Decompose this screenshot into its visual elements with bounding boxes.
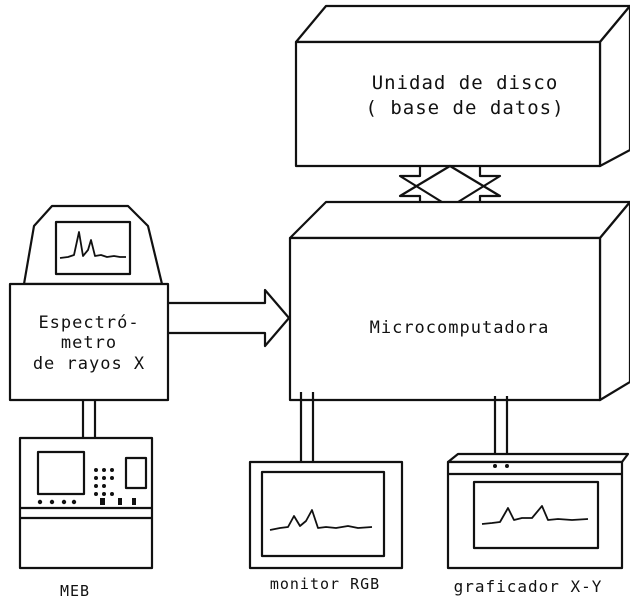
disk-unit-box bbox=[294, 4, 630, 168]
meb-instrument bbox=[18, 436, 154, 570]
meb-label: MEB bbox=[59, 582, 91, 600]
spectrometer-box bbox=[8, 282, 170, 402]
disk-unit-sublabel: ( base de datos) bbox=[365, 97, 565, 119]
connector-lines bbox=[81, 392, 509, 462]
spectrometer-label: Espectró- metro de rayos X bbox=[32, 313, 146, 374]
xy-plotter-label: graficador X-Y bbox=[453, 577, 603, 596]
spectrometer-display bbox=[22, 204, 164, 286]
xy-plotter bbox=[446, 452, 630, 570]
microcomputer-label: Microcomputadora bbox=[369, 318, 550, 338]
disk-micro-double-arrow bbox=[398, 164, 502, 209]
rgb-monitor-label: monitor RGB bbox=[269, 575, 381, 593]
microcomputer-box bbox=[288, 200, 630, 402]
disk-unit-label: Unidad de disco bbox=[371, 72, 559, 94]
spectrometer-to-micro-arrow bbox=[168, 288, 291, 348]
rgb-monitor bbox=[248, 460, 404, 570]
